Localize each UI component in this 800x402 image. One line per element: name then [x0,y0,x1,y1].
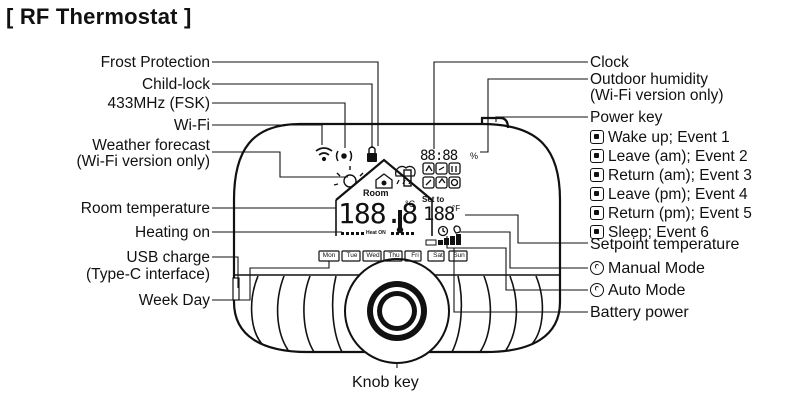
heating-bar [341,232,414,235]
label-fsk: 433MHz (FSK) [107,95,211,112]
thermometer-icon [396,210,404,234]
lcd-manual-icon [453,225,461,234]
hand-icon [590,261,604,275]
setpoint-unit-f: °F [452,204,461,213]
label-child-lock: Child-lock [141,76,210,93]
label-outdoor-humidity: Outdoor humidity [590,71,709,88]
sun-icon [333,166,364,188]
label-weather-forecast: Weather forecast [92,137,210,154]
weekday-label: Sat [433,252,443,259]
chimney [403,169,412,187]
event-label: Leave (am); Event 2 [608,148,748,165]
label-power-key: Power key [590,109,663,126]
set-caption: Set to [422,195,445,204]
manual-mode-row: Manual Mode [590,260,705,277]
weekday-label: Tue [346,252,358,259]
label-usb-note: (Type-C interface) [85,266,210,283]
event-row: Leave (am); Event 2 [590,148,748,165]
label-knob-key: Knob key [352,374,419,391]
event-label: Wake up; Event 1 [608,129,730,146]
rain-cloud-icon [395,165,416,185]
wifi-icon [315,147,333,162]
event-row: Return (am); Event 3 [590,167,752,184]
clock-icon [590,283,604,297]
label-week-day: Week Day [138,292,210,309]
label-room-temperature: Room temperature [80,200,210,217]
leave-am-icon [590,149,604,163]
label-battery-power: Battery power [590,304,689,321]
heat-on-text: Heat ON [366,230,386,236]
weekday-label: Sun [453,252,465,259]
label-weather-note: (Wi-Fi version only) [76,153,210,170]
label-frost-protection: Frost Protection [100,54,210,71]
auto-mode-row: Auto Mode [590,282,685,299]
label-heating-on: Heating on [135,224,210,241]
humidity-unit: % [470,151,479,161]
setpoint-digits: 188 [423,203,455,225]
device-body [232,122,562,354]
knob-key[interactable] [344,258,450,364]
event-icons-grid [422,162,461,189]
power-key[interactable] [480,116,510,129]
event-label: Leave (pm); Event 4 [608,186,748,203]
sleep-icon [590,225,604,239]
label-clock: Clock [590,54,629,71]
room-unit-c: °C [405,199,416,209]
return-am-icon [590,168,604,182]
weekday-label: Thu [388,252,400,259]
clock-digits: 88:88 [420,148,458,164]
return-pm-icon [590,206,604,220]
label-wifi: Wi-Fi [173,117,210,134]
fsk-signal-icon [335,150,353,162]
event-label: Return (pm); Event 5 [608,205,752,222]
weekday-label: Mon [322,252,336,259]
event-label: Sleep; Event 6 [608,224,709,241]
label-setpoint-temperature: Setpoint temperature [590,236,740,253]
front-grille [250,275,544,353]
wake-up-icon [590,130,604,144]
label-auto-mode: Auto Mode [608,282,686,299]
event-row: Sleep; Event 6 [590,224,709,241]
label-manual-mode: Manual Mode [608,260,705,277]
label-usb-charge: USB charge [126,249,210,266]
event-label: Return (am); Event 3 [608,167,752,184]
weekday-label: Wed [366,252,380,259]
event-row: Leave (pm); Event 4 [590,186,748,203]
weekday-label: Fri [411,252,419,259]
frost-protection-icon [375,173,393,189]
room-caption: Room [363,188,389,198]
event-row: Wake up; Event 1 [590,129,730,146]
diagram-title: [ RF Thermostat ] [6,4,192,29]
room-temperature-digits: 188.8 [338,197,418,230]
lcd-auto-icon [437,225,449,237]
leader-lines [212,61,588,368]
leave-pm-icon [590,187,604,201]
label-humidity-note: (Wi-Fi version only) [590,87,724,104]
event-row: Return (pm); Event 5 [590,205,752,222]
